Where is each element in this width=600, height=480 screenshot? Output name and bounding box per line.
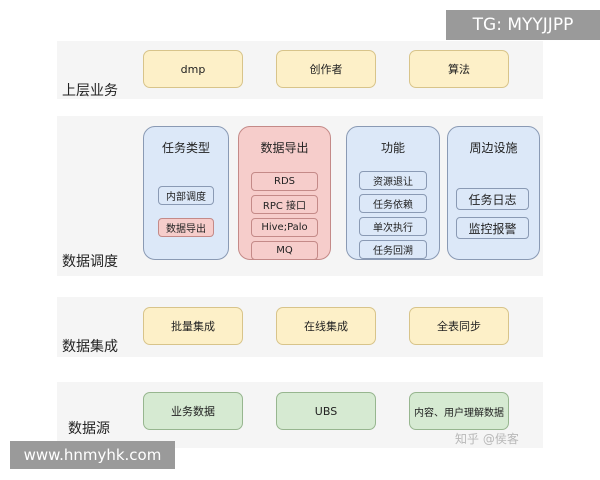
column-task-type: 任务类型 内部调度 数据导出 bbox=[143, 126, 229, 260]
column-peripheral: 周边设施 任务日志 监控报警 bbox=[447, 126, 540, 260]
sub-item: 任务回溯 bbox=[359, 240, 427, 259]
layer-label-scheduling: 数据调度 bbox=[62, 254, 118, 270]
sub-item: 任务日志 bbox=[456, 188, 529, 210]
column-data-export: 数据导出 RDS RPC 接口 Hive;Palo MQ bbox=[238, 126, 331, 260]
sub-item: MQ bbox=[251, 241, 318, 260]
source-box-ubs: UBS bbox=[276, 392, 376, 430]
upper-box-algorithm: 算法 bbox=[409, 50, 509, 88]
column-title: 功能 bbox=[380, 141, 405, 155]
watermark-site: www.hnmyhk.com bbox=[10, 441, 175, 469]
integration-box-batch: 批量集成 bbox=[143, 307, 243, 345]
layer-label-source: 数据源 bbox=[68, 421, 110, 437]
sub-item: Hive;Palo bbox=[251, 218, 318, 237]
sub-item: 数据导出 bbox=[158, 218, 214, 237]
sub-item: 单次执行 bbox=[359, 217, 427, 236]
watermark-zhihu: 知乎 @侯客 bbox=[455, 432, 519, 446]
integration-box-full-sync: 全表同步 bbox=[409, 307, 509, 345]
watermark-tg: TG: MYYJJPP bbox=[446, 10, 600, 40]
upper-box-dmp: dmp bbox=[143, 50, 243, 88]
integration-box-online: 在线集成 bbox=[276, 307, 376, 345]
sub-item: 资源退让 bbox=[359, 171, 427, 190]
sub-item: 任务依赖 bbox=[359, 194, 427, 213]
source-box-content-user: 内容、用户理解数据 bbox=[409, 392, 509, 430]
sub-item: 监控报警 bbox=[456, 217, 529, 239]
column-title: 周边设施 bbox=[469, 141, 518, 155]
upper-box-creator: 创作者 bbox=[276, 50, 376, 88]
sub-item: 内部调度 bbox=[158, 186, 214, 205]
sub-item: RPC 接口 bbox=[251, 195, 318, 214]
column-title: 任务类型 bbox=[161, 141, 210, 155]
column-title: 数据导出 bbox=[260, 141, 309, 155]
column-function: 功能 资源退让 任务依赖 单次执行 任务回溯 bbox=[346, 126, 440, 260]
layer-label-integration: 数据集成 bbox=[62, 339, 118, 355]
sub-item: RDS bbox=[251, 172, 318, 191]
source-box-business: 业务数据 bbox=[143, 392, 243, 430]
layer-label-upper: 上层业务 bbox=[62, 83, 118, 99]
